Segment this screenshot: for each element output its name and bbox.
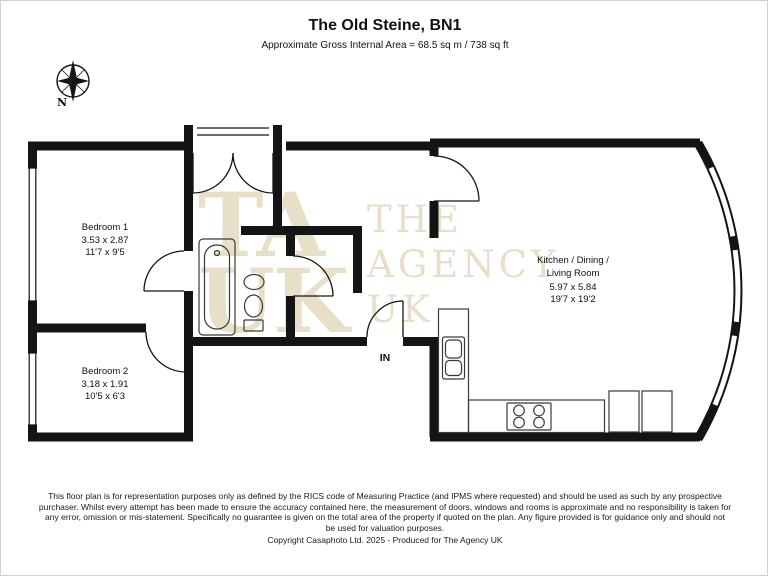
gross-internal-area: Approximate Gross Internal Area = 68.5 s… bbox=[261, 40, 509, 51]
basin-sink bbox=[243, 273, 265, 291]
door-swings bbox=[143, 152, 480, 373]
walls bbox=[28, 125, 743, 442]
page-title: The Old Steine, BN1 bbox=[308, 17, 462, 34]
bedroom2-name: Bedroom 2 bbox=[82, 366, 128, 377]
living-size-metric: 5.97 x 5.84 bbox=[549, 282, 596, 293]
copyright-line: Copyright Casaphoto Ltd. 2025 - Produced… bbox=[267, 535, 503, 545]
living-name-line1: Kitchen / Dining / bbox=[537, 255, 609, 266]
living-name-line2: Living Room bbox=[547, 268, 600, 279]
bedroom2-size-imperial: 10'5 x 6'3 bbox=[85, 391, 125, 402]
disclaimer-text: This floor plan is for representation pu… bbox=[1, 491, 767, 533]
kitchen-units-right bbox=[608, 390, 673, 433]
stove-hob bbox=[506, 402, 552, 431]
kitchen-sink bbox=[441, 336, 466, 380]
bedroom1-label: Bedroom 1 3.53 x 2.87 11'7 x 9'5 bbox=[81, 222, 128, 258]
kitchen-counter-bottom bbox=[467, 399, 606, 434]
disclaimer-line-4: be used for valuation purposes. bbox=[325, 522, 445, 533]
bay-windows bbox=[695, 141, 741, 441]
disclaimer-line-2: purchaser. Whilst every attempt has been… bbox=[38, 501, 732, 512]
compass-north-label: N bbox=[57, 96, 67, 109]
compass-rose-icon: N bbox=[56, 60, 90, 109]
bedroom1-name: Bedroom 1 bbox=[82, 222, 128, 233]
bedroom2-label: Bedroom 2 3.18 x 1.91 10'5 x 6'3 bbox=[81, 366, 128, 402]
toilet bbox=[243, 294, 264, 332]
window-bedroom2 bbox=[27, 352, 38, 426]
bathtub bbox=[198, 238, 236, 336]
entrance-in-label: IN bbox=[380, 352, 391, 364]
bedroom1-size-metric: 3.53 x 2.87 bbox=[81, 235, 128, 246]
kitchen-counter-left bbox=[437, 308, 470, 434]
bedroom1-size-imperial: 11'7 x 9'5 bbox=[85, 247, 124, 258]
disclaimer-line-3: any error, omission or mis-statement. Sp… bbox=[45, 512, 725, 522]
window-bedroom1 bbox=[27, 167, 38, 302]
window-top-middle bbox=[197, 127, 269, 136]
living-room-label: Kitchen / Dining / Living Room 5.97 x 5.… bbox=[537, 255, 609, 305]
living-size-imperial: 19'7 x 19'2 bbox=[550, 294, 595, 305]
bedroom2-size-metric: 3.18 x 1.91 bbox=[81, 379, 128, 390]
disclaimer-line-1: This floor plan is for representation pu… bbox=[48, 491, 722, 501]
